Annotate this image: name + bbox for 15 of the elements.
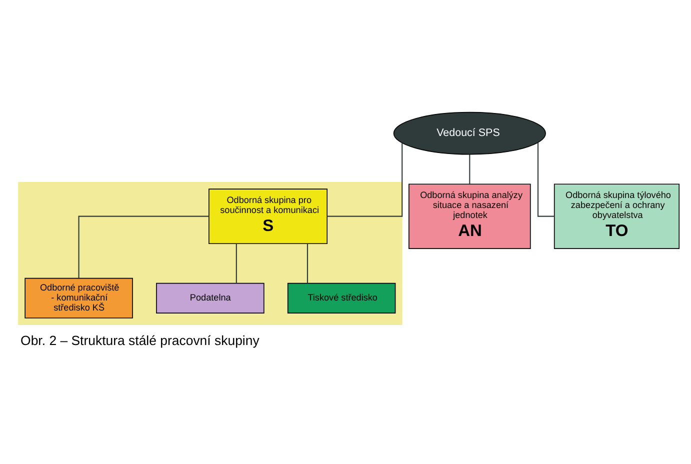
connector bbox=[306, 243, 308, 283]
node-box: Tiskové středisko bbox=[287, 282, 396, 313]
cluster bbox=[18, 182, 402, 325]
node-box: Podatelna bbox=[156, 282, 264, 313]
connector bbox=[537, 142, 554, 216]
node-box: Odborná skupina týlového zabezpečení a ochrany obyvatelstva TO bbox=[554, 183, 680, 248]
connector bbox=[78, 215, 209, 278]
node-ellipse: Vedoucí SPS bbox=[393, 111, 546, 154]
connector bbox=[469, 154, 470, 184]
connector bbox=[236, 243, 237, 283]
caption: Obr. 2 – Struktura stálé pracovní skupiny bbox=[20, 332, 260, 348]
node-box: Odborná skupina pro součinnost a komunikaci S bbox=[208, 188, 328, 244]
connector bbox=[327, 142, 403, 216]
node-box: Odborné pracoviště - komunikační středisko KŠ bbox=[24, 277, 133, 318]
node-box: Odborná skupina analýzy situace a nasazení jednotek AN bbox=[408, 183, 531, 248]
